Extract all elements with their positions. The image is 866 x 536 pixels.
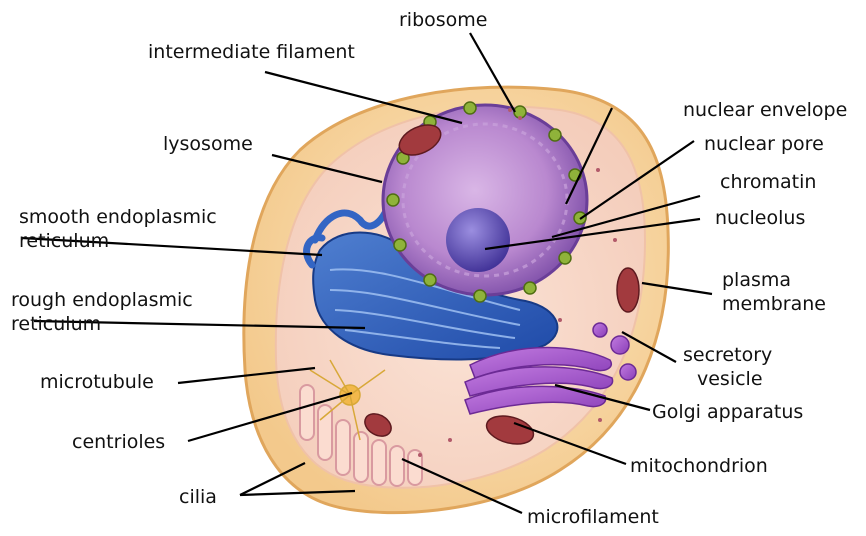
label-cilia: cilia — [179, 485, 217, 509]
label-nuclear-envelope: nuclear envelope — [683, 98, 847, 122]
label-ribosome: ribosome — [399, 8, 488, 32]
label-chromatin: chromatin — [720, 170, 816, 194]
label-rough-er-line1: rough endoplasmic — [11, 288, 193, 312]
label-centrioles: centrioles — [72, 430, 165, 454]
label-plasma-membrane: plasma membrane — [722, 268, 826, 316]
label-plasma-membrane-line1: plasma — [722, 268, 826, 292]
label-nucleolus: nucleolus — [715, 206, 805, 230]
label-microfilament: microfilament — [527, 505, 659, 529]
label-microtubule: microtubule — [40, 370, 154, 394]
nucleolus-shape — [446, 208, 510, 272]
label-intermediate-filament: intermediate filament — [148, 40, 355, 64]
label-mitochondrion: mitochondrion — [630, 454, 768, 478]
label-secretory-vesicle-line2: vesicle — [683, 367, 772, 391]
label-lysosome: lysosome — [163, 132, 253, 156]
label-smooth-er-line2: reticulum — [19, 229, 217, 253]
label-plasma-membrane-line2: membrane — [722, 292, 826, 316]
label-golgi-apparatus: Golgi apparatus — [652, 400, 803, 424]
label-nuclear-pore: nuclear pore — [704, 132, 824, 156]
label-secretory-vesicle-line1: secretory — [683, 343, 772, 367]
label-rough-er: rough endoplasmic reticulum — [11, 288, 193, 336]
label-smooth-er-line1: smooth endoplasmic — [19, 205, 217, 229]
label-secretory-vesicle: secretory vesicle — [683, 343, 772, 391]
label-smooth-er: smooth endoplasmic reticulum — [19, 205, 217, 253]
label-rough-er-line2: reticulum — [11, 312, 193, 336]
